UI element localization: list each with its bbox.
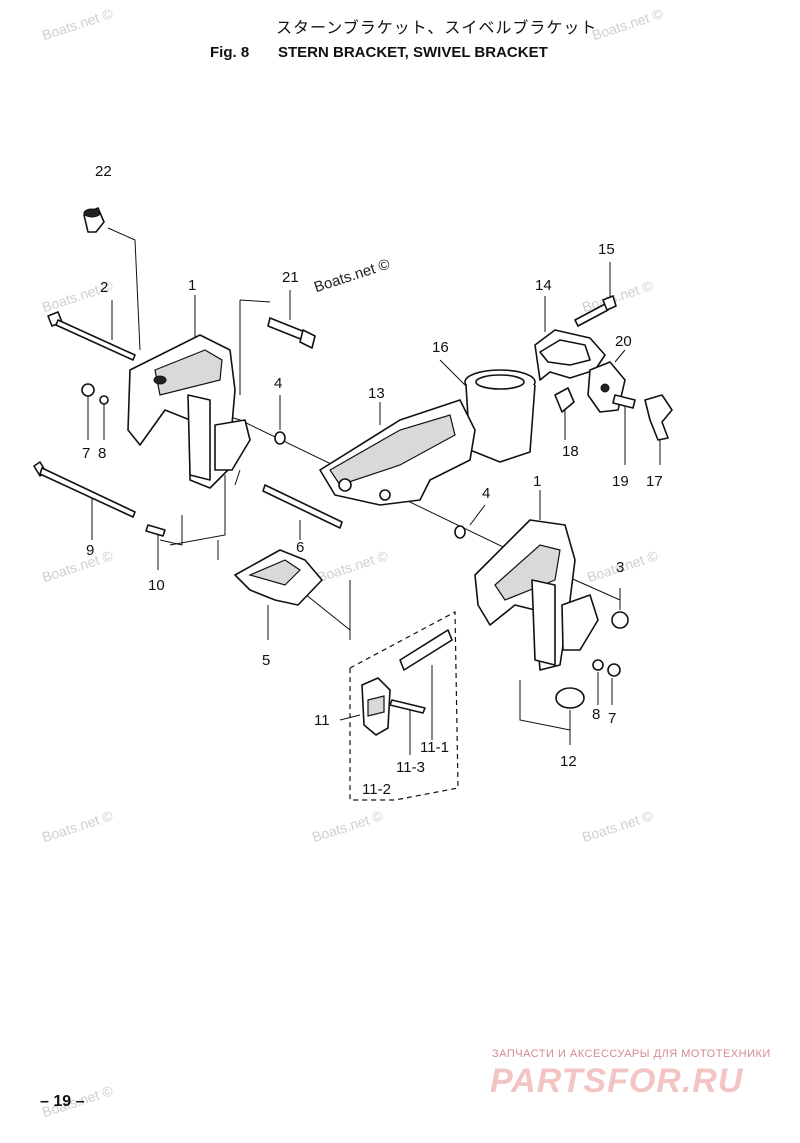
- callout-label: 17: [646, 473, 663, 490]
- callout-label: 18: [562, 443, 579, 460]
- part-stern-bracket-right: [474, 519, 599, 671]
- part-long-bolt: [47, 311, 136, 361]
- part-clamp-band: [534, 329, 606, 381]
- part-small-spring: [145, 524, 166, 537]
- title-japanese: スターンブラケット、スイベルブラケット: [276, 18, 598, 37]
- callout-label: 1: [188, 277, 196, 294]
- callout-label: 10: [148, 577, 165, 594]
- callout-label: 1: [533, 473, 541, 490]
- callout-label: 5: [262, 652, 270, 669]
- part-washer: [592, 659, 604, 671]
- callout-label: 20: [615, 333, 632, 350]
- callout-label: 4: [482, 485, 490, 502]
- part-kit-pin: [389, 699, 426, 714]
- callout-label: 2: [100, 279, 108, 296]
- part-stopper: [234, 549, 323, 606]
- brand-tagline: ЗАПЧАСТИ И АКСЕССУАРЫ ДЛЯ МОТОТЕХНИКИ: [492, 1048, 771, 1060]
- part-disc: [555, 687, 585, 709]
- callout-label: 7: [608, 710, 616, 727]
- callouts: 22 2 1 21 15 14 16 20 4 13 7 8 18 19 17 …: [82, 163, 663, 798]
- part-pad: [554, 387, 575, 413]
- part-washer: [274, 431, 286, 445]
- part-spring: [612, 394, 636, 409]
- callout-label: 11-2: [362, 781, 391, 798]
- brand-logo: PARTSFOR.RU: [490, 1062, 744, 1100]
- callout-label: 14: [535, 277, 552, 294]
- callout-label: 11-1: [420, 739, 449, 756]
- part-kit-spring: [399, 629, 453, 671]
- part-screw: [574, 295, 617, 327]
- part-nut: [611, 611, 629, 629]
- part-washer: [454, 525, 466, 539]
- callout-label: 7: [82, 445, 90, 462]
- callout-label: 6: [296, 539, 304, 556]
- part-swivel-bracket: [319, 399, 476, 506]
- part-bolt: [267, 317, 316, 349]
- part-bushing: [464, 369, 536, 463]
- callout-label: 16: [432, 339, 449, 356]
- page-title: STERN BRACKET, SWIVEL BRACKET: [278, 44, 548, 61]
- page-number: – 19 –: [40, 1093, 85, 1110]
- callout-label: 21: [282, 269, 299, 286]
- kit-group-outline: [349, 611, 459, 801]
- callout-label: 22: [95, 163, 112, 180]
- callout-label: 3: [616, 559, 624, 576]
- part-threaded-pin: [262, 484, 343, 529]
- part-nut: [607, 663, 621, 677]
- part-tilt-rod: [33, 461, 136, 518]
- callout-label: 12: [560, 753, 577, 770]
- part-lever: [644, 394, 673, 441]
- callout-label: 13: [368, 385, 385, 402]
- callout-label: 19: [612, 473, 629, 490]
- callout-label: 15: [598, 241, 615, 258]
- callout-label: 11: [314, 712, 330, 729]
- part-cap: [83, 207, 105, 233]
- callout-label: 9: [86, 542, 94, 559]
- callout-label: 11-3: [396, 759, 425, 776]
- callout-label: 4: [274, 375, 282, 392]
- callout-label: 8: [98, 445, 106, 462]
- part-nut: [81, 383, 95, 397]
- figure-number: Fig. 8: [210, 44, 250, 61]
- part-washer: [99, 395, 109, 405]
- part-stern-bracket-left: [127, 334, 251, 489]
- callout-label: 8: [592, 706, 600, 723]
- part-lock-lever: [361, 677, 391, 736]
